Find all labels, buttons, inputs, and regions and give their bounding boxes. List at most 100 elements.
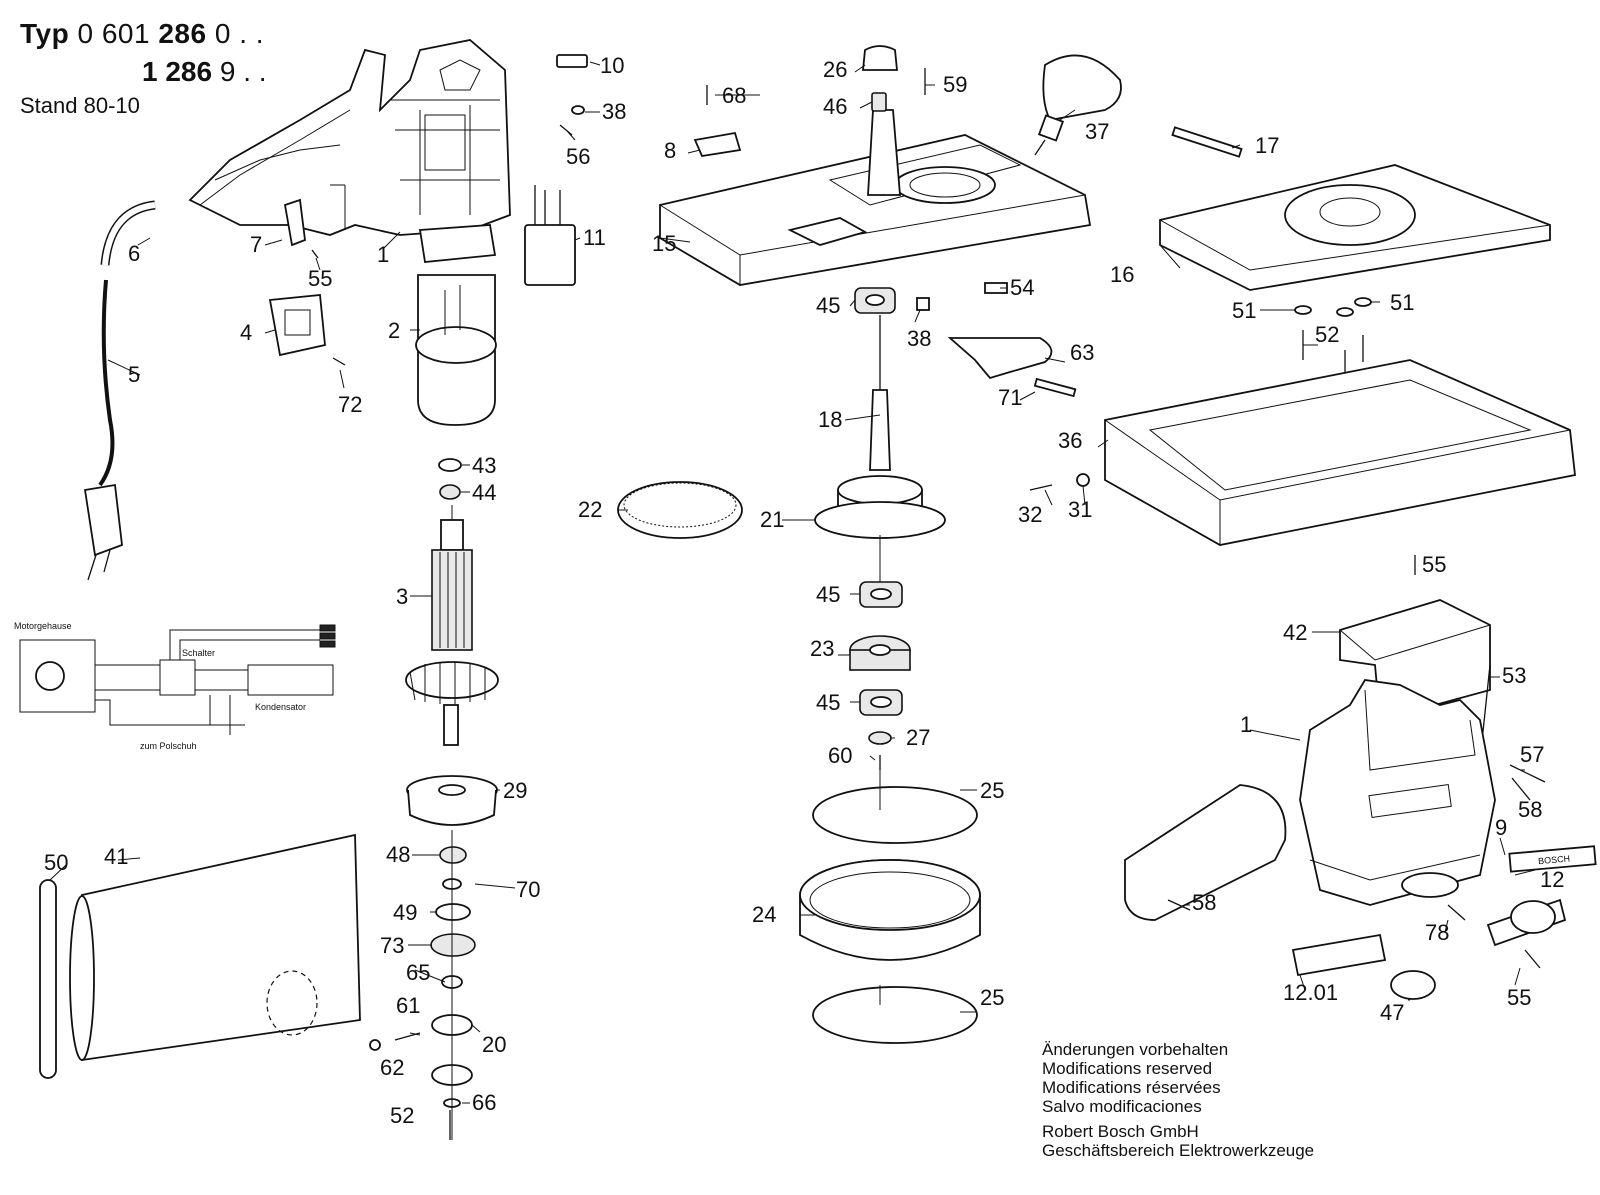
bracket-7-drawing bbox=[283, 198, 306, 247]
part-label: 23 bbox=[810, 636, 834, 661]
part-label: 45 bbox=[816, 690, 840, 715]
part-label: 62 bbox=[380, 1055, 404, 1080]
pin-71-drawing bbox=[1033, 377, 1077, 398]
screw-78-drawing bbox=[1447, 904, 1466, 921]
part-label: 48 bbox=[386, 842, 410, 867]
part-label: 51 bbox=[1232, 298, 1256, 323]
typ2-bold-b: 286 bbox=[165, 56, 213, 87]
part-10-drawing bbox=[556, 54, 588, 68]
part-label: 15 bbox=[652, 231, 676, 256]
cable-drawing bbox=[83, 200, 156, 581]
typ-prefix: Typ bbox=[20, 18, 70, 49]
part-label: 63 bbox=[1070, 340, 1094, 365]
frame-36-drawing bbox=[1104, 359, 1576, 546]
part-label: 72 bbox=[338, 392, 362, 417]
part-label: 3 bbox=[396, 584, 408, 609]
part-label: 45 bbox=[816, 582, 840, 607]
part-label: 29 bbox=[503, 778, 527, 803]
leader-lines bbox=[49, 61, 1536, 1104]
typ2-suffix: 9 . . bbox=[219, 56, 267, 87]
part-label: 55 bbox=[1507, 985, 1531, 1010]
washer-51b-drawing bbox=[1336, 307, 1354, 317]
part-label: 11 bbox=[583, 225, 606, 250]
part-label: 38 bbox=[907, 326, 931, 351]
part-label: 9 bbox=[1495, 815, 1507, 840]
part-label: 60 bbox=[828, 743, 852, 768]
part-label: 5 bbox=[128, 362, 140, 387]
part-label: 2 bbox=[388, 318, 400, 343]
notice-line-fr: Modifications réservées bbox=[1042, 1078, 1221, 1097]
part-label: 54 bbox=[1010, 275, 1034, 300]
knob-37-drawing bbox=[1034, 54, 1122, 156]
base-16-drawing bbox=[1159, 164, 1551, 291]
housing-right-1-drawing bbox=[1124, 679, 1496, 921]
washer-51c-drawing bbox=[1354, 297, 1372, 307]
notice-line-en: Modifications reserved bbox=[1042, 1059, 1213, 1078]
part-label: 27 bbox=[906, 725, 930, 750]
part-label: 56 bbox=[566, 144, 590, 169]
part-label: 55 bbox=[308, 266, 332, 291]
ring-43-drawing bbox=[438, 458, 462, 472]
bearing-45-mid-drawing bbox=[859, 581, 903, 608]
part-label: 68 bbox=[722, 83, 746, 108]
part-label: 20 bbox=[482, 1032, 506, 1057]
screw-58-right-drawing bbox=[1511, 777, 1531, 801]
washer-51a-drawing bbox=[1294, 305, 1312, 315]
part-label: 46 bbox=[823, 94, 847, 119]
part-label: 43 bbox=[472, 453, 496, 478]
part-label: 61 bbox=[396, 993, 420, 1018]
type-number-line1: Typ 0 601 286 0 . . bbox=[20, 18, 264, 50]
screw-57-drawing bbox=[1509, 764, 1546, 783]
typ-number-a: 0 601 bbox=[77, 18, 151, 49]
plate-8-drawing bbox=[693, 131, 742, 157]
screw-55-bottom-drawing bbox=[1524, 949, 1541, 969]
part-label: 21 bbox=[760, 507, 784, 532]
part-label: 58 bbox=[1192, 890, 1216, 915]
part-label: 37 bbox=[1085, 119, 1109, 144]
notice-division: Geschäftsbereich Elektrowerkzeuge bbox=[1042, 1141, 1315, 1160]
part-label: 47 bbox=[1380, 1000, 1404, 1025]
clamp-25-top-drawing bbox=[812, 786, 978, 844]
adapter-12-drawing bbox=[1486, 898, 1567, 947]
ring-49-drawing bbox=[435, 903, 471, 921]
switch-4-drawing bbox=[268, 294, 346, 366]
shaft-18-21-drawing bbox=[814, 315, 946, 539]
part-label: 25 bbox=[980, 985, 1004, 1010]
lever-63-drawing bbox=[947, 337, 1053, 380]
part-46-drawing bbox=[871, 92, 887, 112]
part-label: 58 bbox=[1518, 797, 1542, 822]
cap-26-drawing bbox=[862, 45, 898, 71]
screw-55-drawing bbox=[311, 249, 319, 259]
label-schalter: Schalter bbox=[182, 648, 215, 658]
part-label: 17 bbox=[1255, 133, 1279, 158]
part-label: 25 bbox=[980, 778, 1004, 803]
part-label: 32 bbox=[1018, 502, 1042, 527]
part-label: 45 bbox=[816, 293, 840, 318]
spring-32-drawing bbox=[1029, 484, 1053, 491]
pad-24-drawing bbox=[799, 859, 981, 961]
revision-stand: Stand 80-10 bbox=[20, 93, 140, 118]
part-label: 65 bbox=[406, 960, 430, 985]
part-label: 44 bbox=[472, 480, 496, 505]
typ-number-suffix: 0 . . bbox=[214, 18, 265, 49]
wiring-diagram: Motorgehause Schalter Kondensator zum Po… bbox=[14, 621, 336, 751]
part-label: 7 bbox=[250, 232, 262, 257]
screw-31-drawing bbox=[1076, 473, 1090, 487]
capacitor-11-drawing bbox=[524, 185, 576, 286]
part-label: 4 bbox=[240, 320, 252, 345]
fan-29-drawing bbox=[406, 775, 498, 826]
part-labels: 10 38 56 11 6 7 1 55 4 2 72 5 43 44 3 29… bbox=[44, 53, 1564, 1128]
part-label: 52 bbox=[1315, 322, 1339, 347]
type-number-line2: 1 286 9 . . bbox=[142, 56, 267, 88]
bearing-44-drawing bbox=[439, 484, 461, 500]
part-label: 70 bbox=[516, 877, 540, 902]
nut-38-drawing bbox=[916, 297, 930, 311]
part-label: 12 bbox=[1540, 867, 1564, 892]
part-label: 53 bbox=[1502, 663, 1526, 688]
part-label: 59 bbox=[943, 72, 967, 97]
typ2-bold-a: 1 bbox=[142, 56, 158, 87]
part-label: 22 bbox=[578, 497, 602, 522]
clamp-25-bottom-drawing bbox=[812, 986, 978, 1044]
label-zum-polschuh: zum Polschuh bbox=[140, 741, 197, 751]
part-label: 52 bbox=[390, 1103, 414, 1128]
